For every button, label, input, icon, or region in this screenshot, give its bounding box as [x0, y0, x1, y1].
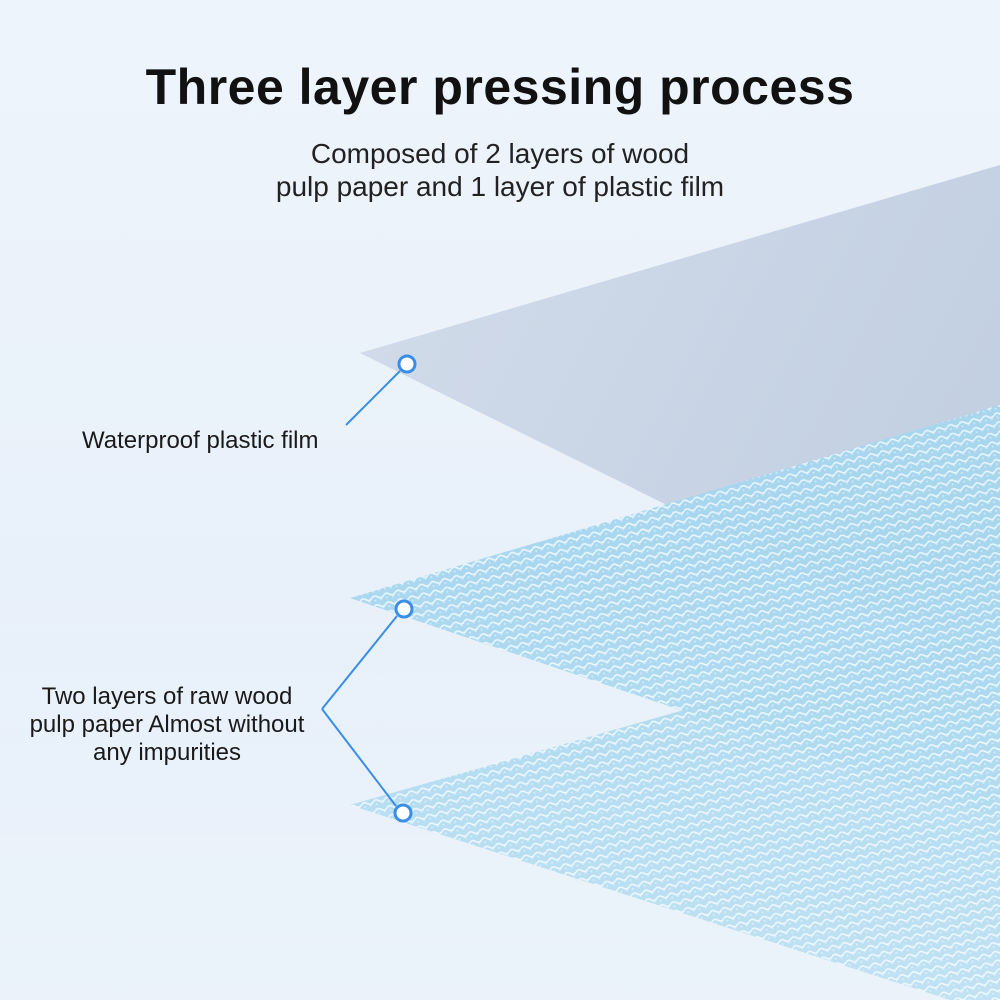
pulp-leader-line-lower [321, 708, 397, 807]
page-subtitle: Composed of 2 layers of wood pulp paper … [0, 137, 1000, 203]
film-label: Waterproof plastic film [82, 427, 319, 454]
pulp-label-line: Two layers of raw wood [41, 683, 293, 710]
subtitle-line: pulp paper and 1 layer of plastic film [275, 171, 725, 202]
pulp-marker-upper-icon [394, 599, 414, 619]
pulp-marker-lower-icon [393, 803, 413, 823]
pulp-label: Two layers of raw wood pulp paper Almost… [0, 683, 334, 767]
pulp-label-line: any impurities [92, 739, 242, 766]
pulp-leader-line-upper [321, 615, 398, 710]
subtitle-line: Composed of 2 layers of wood [310, 138, 690, 169]
bottom-haze [0, 560, 1000, 1000]
film-leader-line [345, 370, 401, 426]
film-marker-icon [397, 354, 417, 374]
page-title: Three layer pressing process [145, 59, 855, 115]
pulp-label-line: pulp paper Almost without [29, 711, 305, 738]
